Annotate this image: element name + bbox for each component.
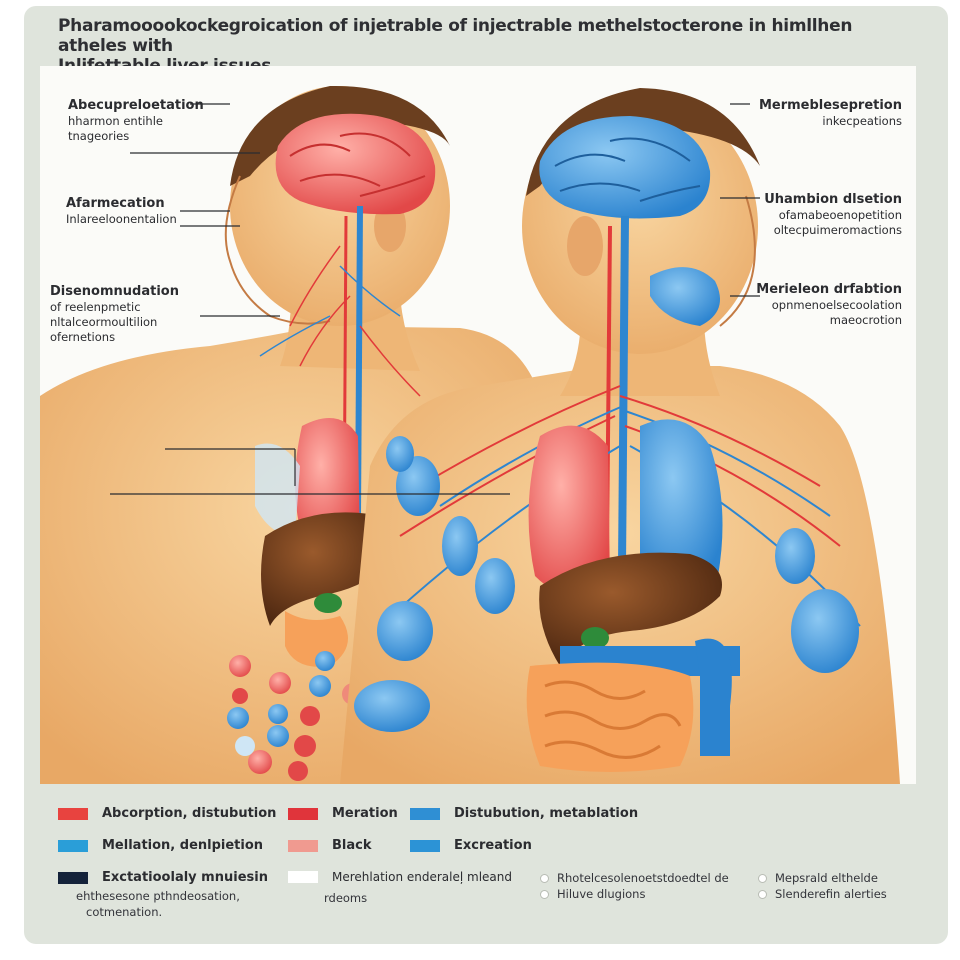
- lung-icon: [640, 419, 723, 586]
- title-line-1: Pharamooookockegroication of injetrable …: [58, 16, 853, 56]
- callout-left-2: Afarmecation Inlareeloonentalion: [66, 196, 177, 226]
- anatomy-figure: Abecupreloetation hharmon entihle tnageo…: [40, 66, 916, 784]
- legend-swatch-icon: [58, 839, 88, 852]
- bullet-icon: [758, 890, 767, 899]
- callout-right-2: Uhambion dlsetion ofamabeoenopetition ol…: [764, 192, 902, 237]
- callout-lines: [110, 103, 760, 495]
- callout-left-1: Abecupreloetation hharmon entihle tnageo…: [68, 98, 204, 143]
- legend-item: Black: [288, 838, 372, 853]
- legend-note-col3: Rhotelcesolenoetstdoedtel de Hiluve dlug…: [540, 870, 729, 902]
- callout-left-3: Disenomnudation of reelenpmetic nltalceo…: [50, 284, 179, 344]
- legend-swatch-icon: [288, 871, 318, 883]
- legend-swatch-icon: [410, 839, 440, 852]
- callout-right-3: Merieleon drfabtion opnmenoelsecoolation…: [756, 282, 902, 327]
- legend-item: Abcorption, distubution: [58, 806, 276, 821]
- legend-swatch-icon: [58, 807, 88, 820]
- anatomy-illustration: [40, 85, 900, 784]
- legend-note-dark: ehthesesone pthndeosation, cotmenation.: [76, 889, 240, 919]
- legend-item: Exctatioolaly mnuiesin: [58, 870, 268, 885]
- legend-item: Distubution, metablation: [410, 806, 638, 821]
- male-figure-right: [340, 88, 900, 784]
- legend-item: Mellation, denlpietion: [58, 838, 263, 853]
- brain-icon: [275, 113, 436, 215]
- bullet-icon: [540, 890, 549, 899]
- liver-icon: [261, 512, 391, 626]
- legend-item: Meration: [288, 806, 398, 821]
- legend-note-white: rdeoms: [324, 891, 368, 905]
- bullet-icon: [540, 874, 549, 883]
- legend-item: Merehlation enderaleļ mleand: [288, 870, 512, 884]
- legend-swatch-icon: [410, 807, 440, 820]
- callout-right-1: Mermeblesepretion inkecpeations: [758, 98, 902, 128]
- bullet-icon: [758, 874, 767, 883]
- legend-swatch-icon: [288, 807, 318, 820]
- legend-item: Excreation: [410, 838, 532, 853]
- legend-note-col4: Mepsrald elthelde Slenderefin alerties: [758, 870, 887, 902]
- legend-swatch-icon: [58, 871, 88, 884]
- legend-swatch-icon: [288, 839, 318, 852]
